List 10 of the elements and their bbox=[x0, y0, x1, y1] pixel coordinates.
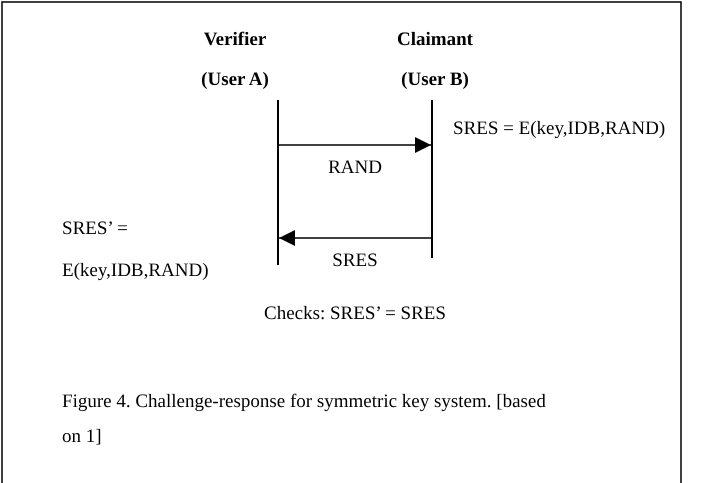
participant-heading: Verifier (User A) bbox=[180, 20, 290, 100]
annotation-text: Checks: SRES’ = SRES bbox=[263, 302, 447, 326]
figure-caption: Figure 4. Challenge-response for symmetric key system. [based on 1] bbox=[62, 390, 547, 449]
message-arrow bbox=[279, 230, 431, 246]
lifeline bbox=[431, 100, 433, 258]
message-arrow bbox=[279, 137, 431, 153]
annotation-text: SRES = E(key,IDB,RAND) bbox=[453, 117, 666, 141]
lifeline bbox=[277, 100, 279, 265]
participant-heading: Claimant (User B) bbox=[380, 20, 490, 100]
annotation-text: SRES’ = E(key,IDB,RAND) bbox=[62, 217, 210, 283]
